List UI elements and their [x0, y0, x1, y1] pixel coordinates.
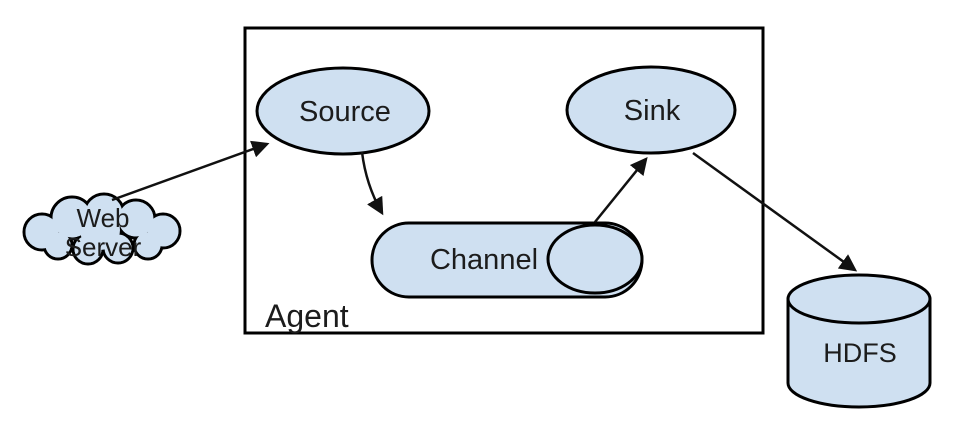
hdfs-label: HDFS — [823, 338, 897, 368]
channel-node: Channel — [370, 221, 644, 299]
sink-ellipse — [565, 65, 737, 155]
source-label: Source — [299, 96, 391, 128]
edge-sink-to-hdfs — [692, 151, 858, 272]
source-ellipse — [255, 66, 431, 156]
web-server-label-line1: Web — [77, 203, 130, 233]
channel-label: Channel — [430, 244, 538, 276]
sink-node: Sink — [565, 65, 737, 155]
hdfs-node: HDFS — [786, 273, 932, 409]
edge-source-to-channel — [360, 151, 384, 216]
cloud-icon — [22, 192, 182, 266]
source-node: Source — [255, 66, 431, 156]
channel-end-cap — [546, 223, 644, 295]
hdfs-cylinder-body — [786, 297, 932, 409]
edge-web-server-to-source — [111, 140, 270, 202]
hdfs-cylinder-top — [786, 273, 932, 325]
edge-channel-to-sink — [594, 156, 648, 223]
web-server-node: Web Server — [22, 192, 182, 266]
agent-label: Agent — [265, 298, 349, 334]
sink-label: Sink — [624, 95, 681, 127]
web-server-label-line2: Server — [65, 232, 142, 262]
